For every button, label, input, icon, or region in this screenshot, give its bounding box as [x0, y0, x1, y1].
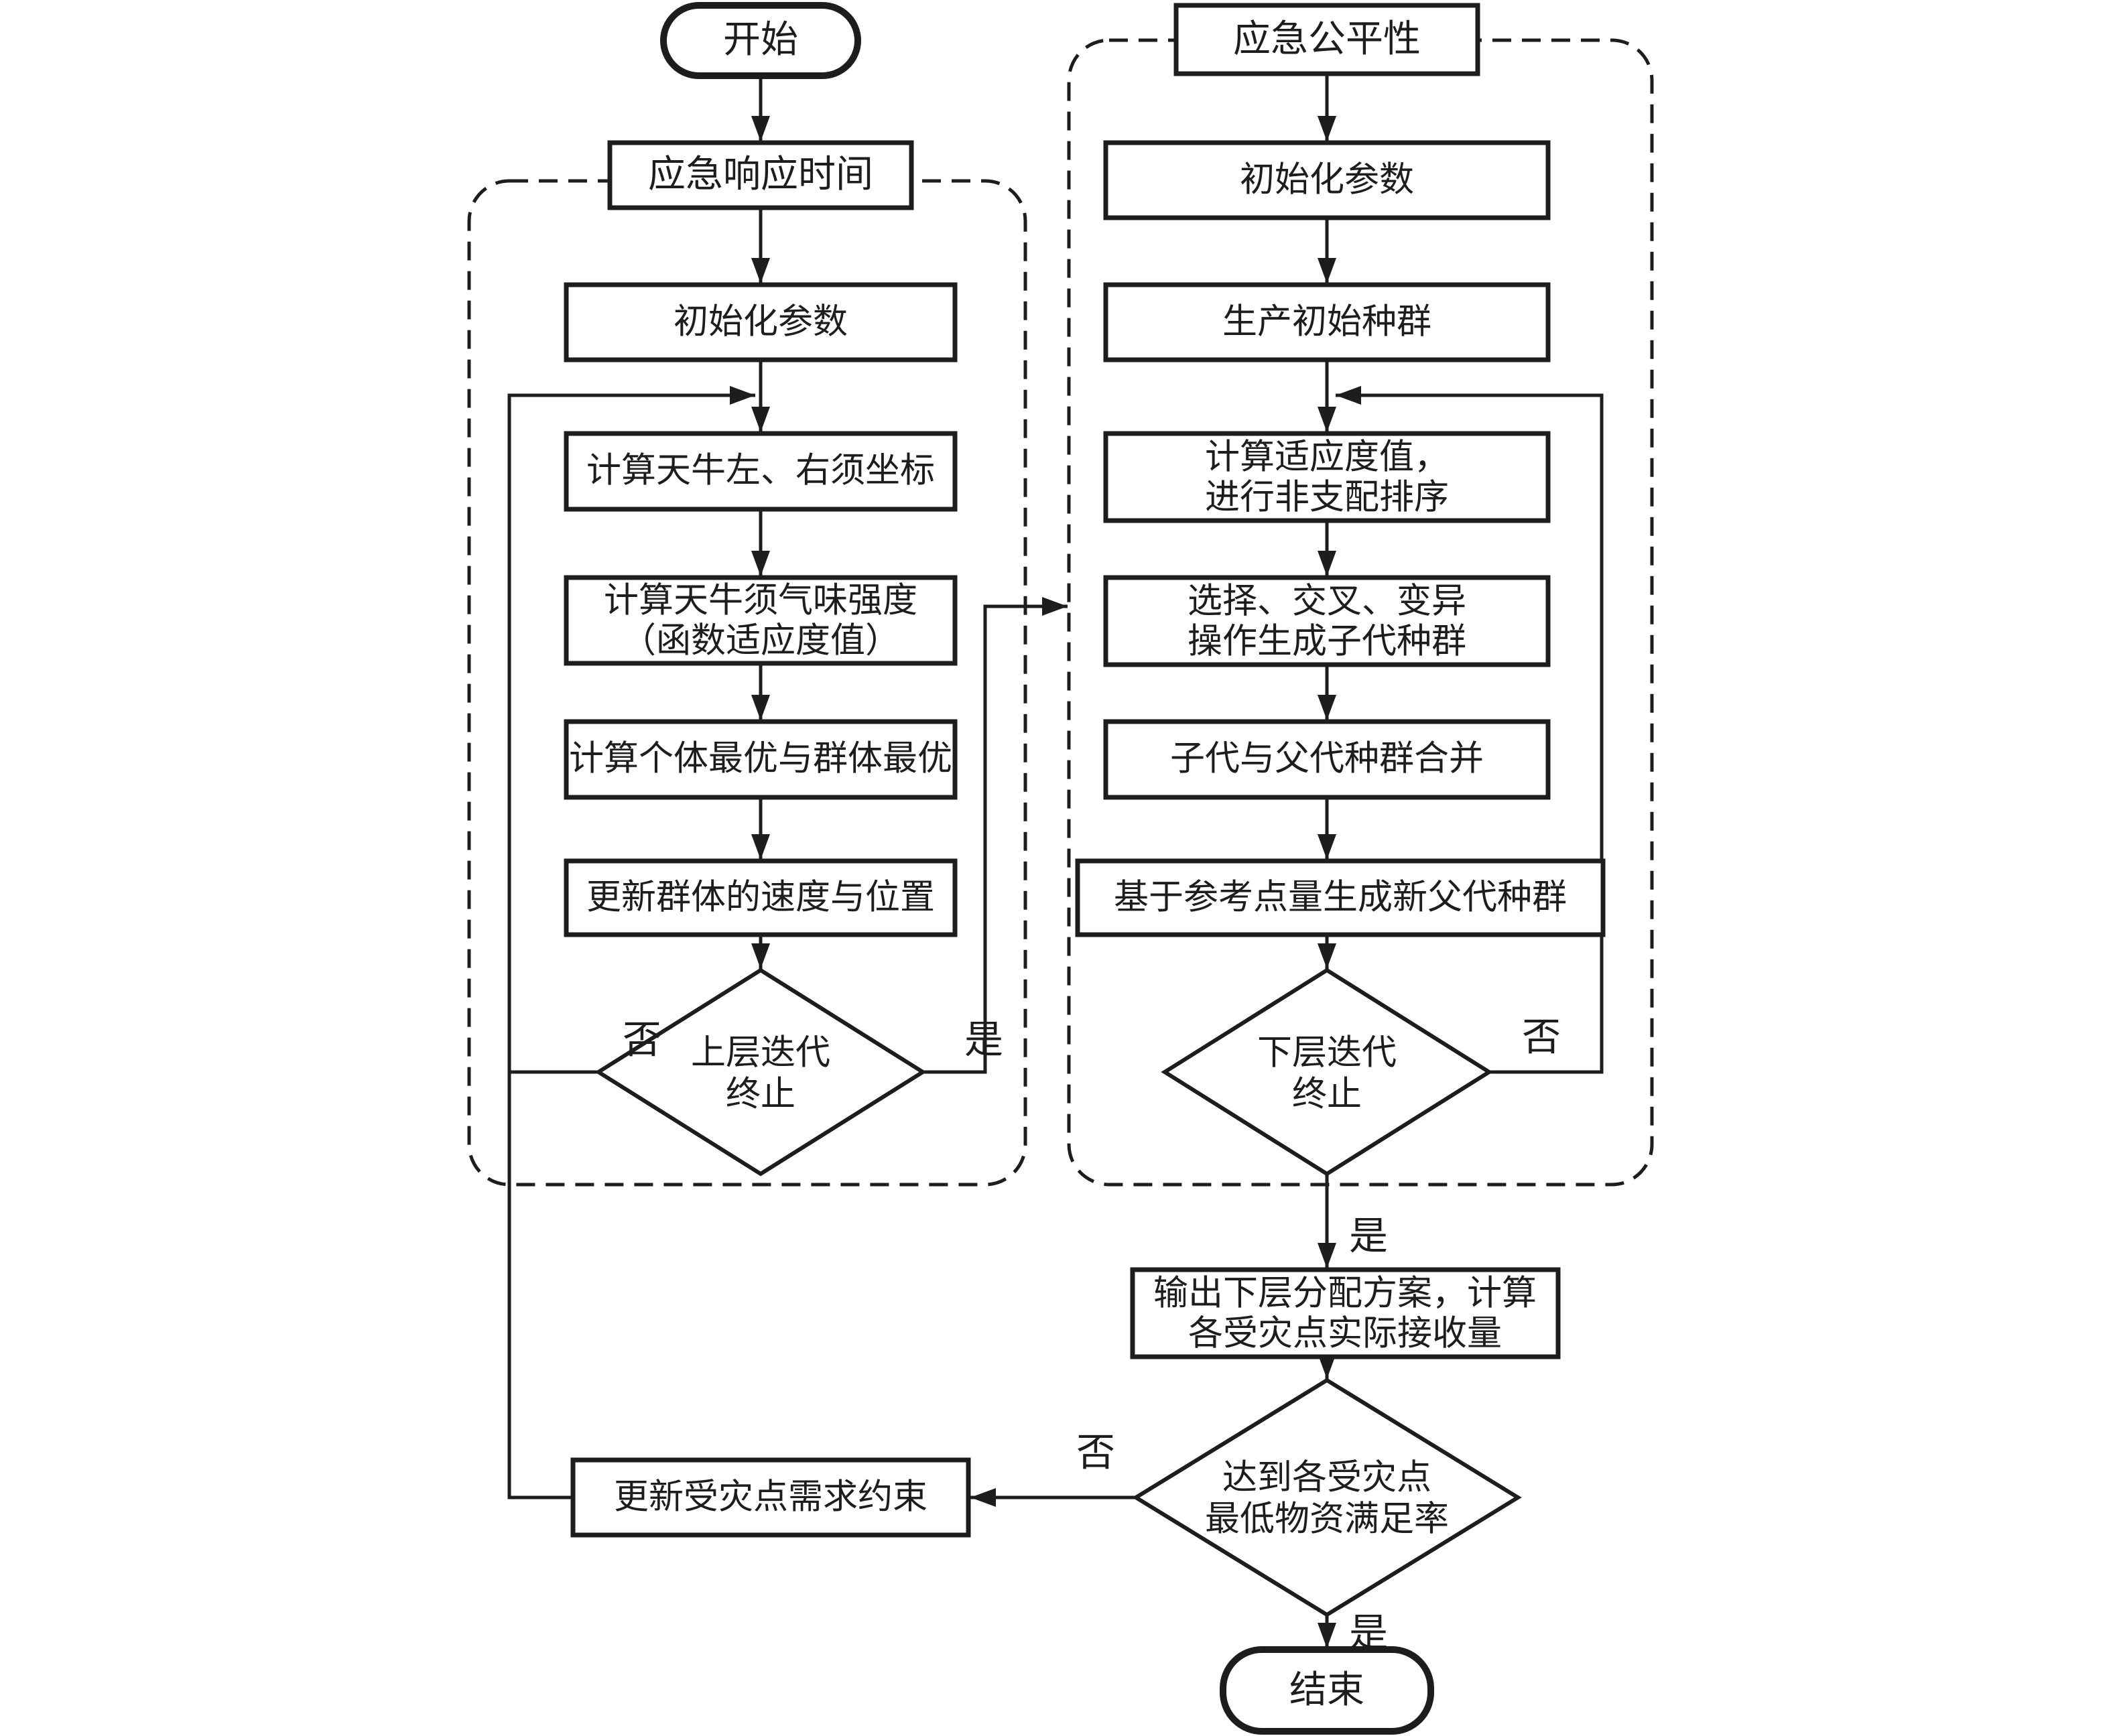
- init-left-box: [564, 282, 958, 362]
- satisfaction-check-no-label: 否: [1076, 1431, 1115, 1475]
- node-best: 计算个体最优与群体最优: [564, 719, 958, 800]
- start-oval: [660, 2, 861, 79]
- smell-box: [564, 575, 958, 666]
- lower-decision-line2: 终止: [1292, 1076, 1362, 1114]
- reference-point-label: 基于参考点量生成新父代种群: [1114, 879, 1567, 917]
- init-right-label: 初始化参数: [1240, 161, 1414, 200]
- population-label: 生产初始种群: [1222, 304, 1431, 342]
- velocity-update-box: [564, 858, 958, 937]
- population-box: [1103, 282, 1551, 362]
- init-right-box: [1103, 140, 1551, 220]
- lower-decision-yes-label: 是: [1349, 1215, 1388, 1258]
- node-lower-decision: 下层迭代 终止: [1161, 967, 1493, 1177]
- genetic-ops-line1: 选择、交叉、变异: [1188, 583, 1466, 621]
- smell-label-line1: 计算天牛须气味强度: [604, 582, 917, 620]
- upper-module-title-box: [607, 140, 914, 210]
- node-lower-module-title: 应急公平性: [1173, 3, 1480, 76]
- node-satisfaction-check: 达到各受灾点 最低物资满足率: [1132, 1378, 1522, 1617]
- init-left-label: 初始化参数: [674, 304, 848, 342]
- node-upper-module-title: 应急响应时间: [607, 140, 914, 210]
- upper-decision-no-label: 否: [623, 1018, 661, 1062]
- end-label: 结束: [1289, 1670, 1364, 1711]
- node-smell: 计算天牛须气味强度 （函数适应度值）: [564, 575, 958, 666]
- lower-module-title-box: [1173, 3, 1480, 76]
- node-update-constraint: 更新受灾点需求约束: [570, 1457, 971, 1538]
- lower-decision-line1: 下层迭代: [1257, 1034, 1397, 1073]
- velocity-update-label: 更新群体的速度与位置: [586, 879, 935, 917]
- node-start: 开始: [660, 2, 861, 79]
- merge-populations-box: [1103, 719, 1551, 800]
- update-constraint-label: 更新受灾点需求约束: [614, 1479, 927, 1517]
- upper-decision-line2: 终止: [726, 1076, 795, 1114]
- output-plan-line2: 各受灾点实际接收量: [1188, 1315, 1502, 1353]
- fitness-label-line2: 进行非支配排序: [1205, 479, 1449, 517]
- node-fitness: 计算适应度值， 进行非支配排序: [1103, 431, 1551, 523]
- fitness-label-line1: 计算适应度值，: [1205, 439, 1449, 477]
- node-merge-populations: 子代与父代种群合并: [1103, 719, 1551, 800]
- best-label: 计算个体最优与群体最优: [569, 740, 952, 779]
- node-genetic-ops: 选择、交叉、变异 操作生成子代种群: [1103, 575, 1551, 667]
- best-box: [564, 719, 958, 800]
- update-constraint-box: [570, 1457, 971, 1538]
- coords-box: [564, 431, 958, 512]
- edge-update-loop-back: [507, 386, 755, 1499]
- upper-decision-line1: 上层迭代: [691, 1034, 830, 1073]
- edge-upper-decision-yes: [923, 597, 1068, 1074]
- lower-decision-diamond: [1161, 967, 1493, 1177]
- node-upper-decision: 上层迭代 终止: [594, 967, 927, 1177]
- satisfaction-check-line1: 达到各受灾点: [1222, 1459, 1431, 1497]
- output-plan-box: [1130, 1267, 1561, 1359]
- smell-label-line2: （函数适应度值）: [621, 622, 900, 661]
- node-end: 结束: [1220, 1646, 1434, 1735]
- node-init-left: 初始化参数: [564, 282, 958, 362]
- lower-decision-no-label: 否: [1522, 1016, 1561, 1059]
- reference-point-box: [1075, 858, 1606, 937]
- upper-decision-diamond: [594, 967, 927, 1177]
- node-reference-point: 基于参考点量生成新父代种群: [1075, 858, 1606, 937]
- genetic-ops-box: [1103, 575, 1551, 667]
- node-output-plan: 输出下层分配方案，计算 各受灾点实际接收量: [1130, 1267, 1561, 1359]
- node-init-right: 初始化参数: [1103, 140, 1551, 220]
- satisfaction-check-diamond: [1132, 1378, 1522, 1617]
- end-oval: [1220, 1646, 1434, 1735]
- edge-lower-decision-no-loop: [1336, 386, 1604, 1074]
- genetic-ops-line2: 操作生成子代种群: [1188, 623, 1466, 661]
- merge-populations-label: 子代与父代种群合并: [1170, 740, 1484, 779]
- node-velocity-update: 更新群体的速度与位置: [564, 858, 958, 937]
- coords-label: 计算天牛左、右须坐标: [586, 452, 935, 490]
- node-population: 生产初始种群: [1103, 282, 1551, 362]
- lower-module-title-label: 应急公平性: [1233, 19, 1421, 60]
- output-plan-line1: 输出下层分配方案，计算: [1153, 1275, 1537, 1313]
- upper-module-title-label: 应急响应时间: [648, 154, 873, 196]
- upper-decision-yes-label: 是: [964, 1018, 1003, 1062]
- node-coords: 计算天牛左、右须坐标: [564, 431, 958, 512]
- start-label: 开始: [723, 19, 798, 61]
- fitness-box: [1103, 431, 1551, 523]
- satisfaction-check-line2: 最低物资满足率: [1205, 1501, 1449, 1539]
